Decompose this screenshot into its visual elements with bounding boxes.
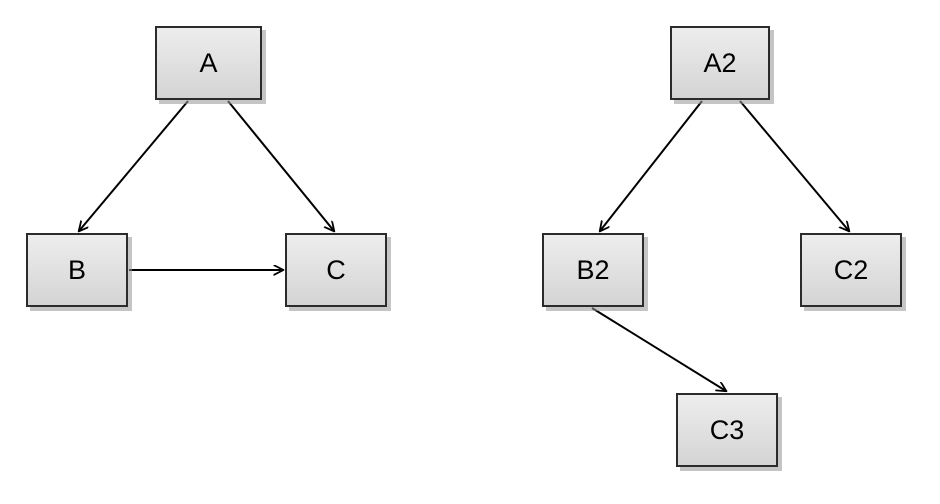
node-a2[interactable]: A2 [670, 26, 770, 100]
edge-a2-to-b2 [600, 100, 703, 231]
edge-a-to-b [79, 100, 189, 231]
node-c[interactable]: C [285, 233, 387, 307]
edge-a-to-c [227, 100, 334, 231]
node-a[interactable]: A [155, 26, 262, 100]
node-c3-label: C3 [709, 414, 745, 445]
node-b2-label: B2 [576, 254, 610, 285]
node-c-label: C [326, 254, 346, 285]
node-a-label: A [199, 47, 218, 78]
node-b-label: B [67, 254, 86, 285]
edge-a2-to-c2 [739, 100, 849, 231]
edges-group [79, 100, 849, 391]
node-b[interactable]: B [26, 233, 128, 307]
node-b2[interactable]: B2 [542, 233, 644, 307]
node-a2-label: A2 [703, 47, 737, 78]
node-c2-label: C2 [833, 254, 869, 285]
node-c3[interactable]: C3 [676, 393, 778, 467]
edge-b2-to-c3 [591, 307, 726, 391]
node-c2[interactable]: C2 [800, 233, 902, 307]
